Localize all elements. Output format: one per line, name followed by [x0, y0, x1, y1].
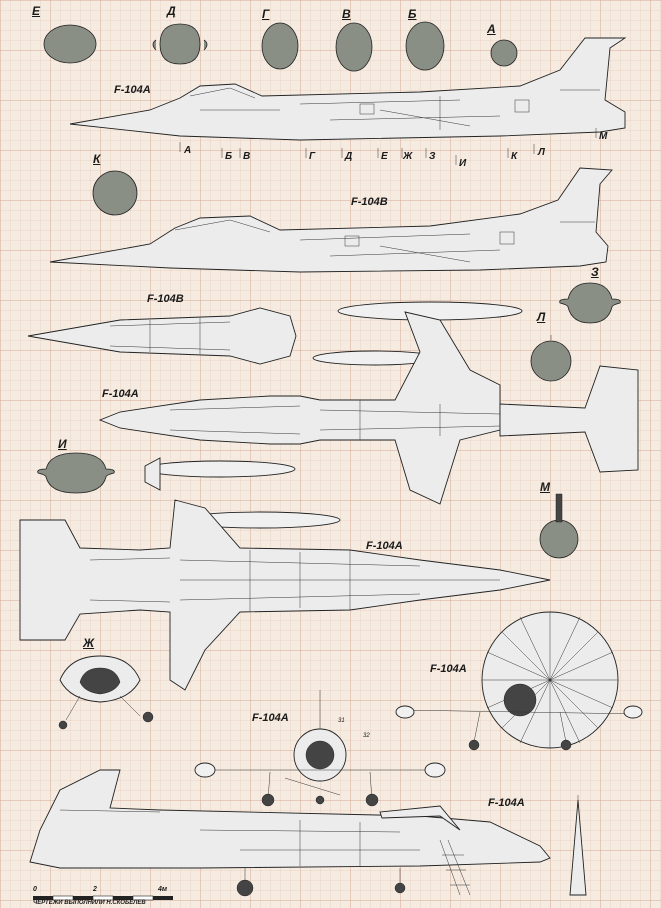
side-mark-d: Д	[345, 151, 353, 162]
model-label-top-a: F-104A	[102, 388, 139, 400]
tip-tanks-top	[312, 301, 523, 366]
section-l-shape	[530, 340, 572, 382]
section-d-shape	[152, 23, 208, 65]
scale-tick-2: 2	[93, 886, 97, 893]
model-label-front-a: F-104A	[252, 712, 289, 724]
model-label-side-a: F-104A	[114, 84, 151, 96]
section-b-shape	[405, 21, 445, 71]
model-label-top-b: F-104B	[147, 293, 184, 305]
cross-section-i	[37, 452, 115, 494]
callout-32: 32	[363, 733, 370, 739]
label-section-b: Б	[408, 7, 417, 21]
section-v-shape	[335, 22, 373, 72]
section-k-shape	[92, 170, 138, 216]
side-view-open-f104a	[29, 769, 551, 897]
section-m-shape	[539, 519, 579, 559]
label-section-m: М	[540, 480, 550, 494]
side-mark-l: Л	[538, 147, 545, 158]
model-label-side-b: F-104B	[351, 196, 388, 208]
model-label-rear-a: F-104A	[430, 663, 467, 675]
cross-section-zh	[58, 655, 154, 730]
side-mark-e: Е	[381, 151, 388, 162]
cross-section-m	[539, 493, 579, 559]
section-a-shape	[490, 39, 518, 67]
callout-31: 31	[338, 718, 345, 724]
label-section-d: Д	[167, 4, 176, 18]
side-mark-zh: Ж	[403, 151, 413, 162]
label-section-zh: Ж	[83, 636, 95, 650]
side-mark-g: Г	[309, 151, 316, 162]
section-z-shape	[559, 282, 621, 324]
side-view-section-ticks	[179, 128, 597, 165]
bottom-view-f104a	[19, 499, 551, 691]
cross-sections-right	[530, 282, 621, 382]
tip-tanks-bottom	[144, 457, 341, 529]
side-mark-k: К	[511, 151, 518, 162]
label-section-k: К	[93, 152, 101, 166]
side-view-f104a	[69, 37, 627, 141]
label-section-v: В	[342, 7, 351, 21]
rear-view-f104a	[395, 611, 643, 751]
tail-fin-profile	[569, 795, 587, 896]
side-mark-z: З	[429, 151, 436, 162]
label-section-i: И	[58, 437, 67, 451]
label-section-a: А	[487, 22, 496, 36]
top-view-f104a	[98, 311, 639, 505]
side-mark-i: И	[459, 158, 467, 169]
side-view-f104b	[49, 167, 613, 273]
model-label-bottom-a: F-104A	[366, 540, 403, 552]
label-section-z: З	[591, 265, 599, 279]
side-mark-b: Б	[225, 151, 233, 162]
label-section-l: Л	[537, 310, 546, 324]
front-view-f104a	[194, 690, 446, 807]
scale-tick-0: 0	[33, 886, 37, 893]
model-label-side-open-a: F-104A	[488, 797, 525, 809]
label-section-g: Г	[262, 7, 270, 21]
side-mark-m: М	[599, 131, 608, 142]
section-g-shape	[261, 22, 299, 70]
scale-caption: ЧЕРТЕЖИ ВЫПОЛНИЛИ Н.СКОБЕЛЕВ	[33, 900, 146, 906]
top-view-f104b	[27, 307, 297, 365]
label-section-e: Е	[32, 4, 41, 18]
section-i-shape	[37, 452, 115, 494]
scale-bar	[33, 895, 173, 901]
scale-tick-4m: 4м	[158, 886, 168, 893]
section-e-shape	[43, 24, 97, 64]
cross-sections-top-row	[43, 21, 518, 72]
side-mark-a: А	[184, 145, 192, 156]
side-mark-v: В	[243, 151, 251, 162]
